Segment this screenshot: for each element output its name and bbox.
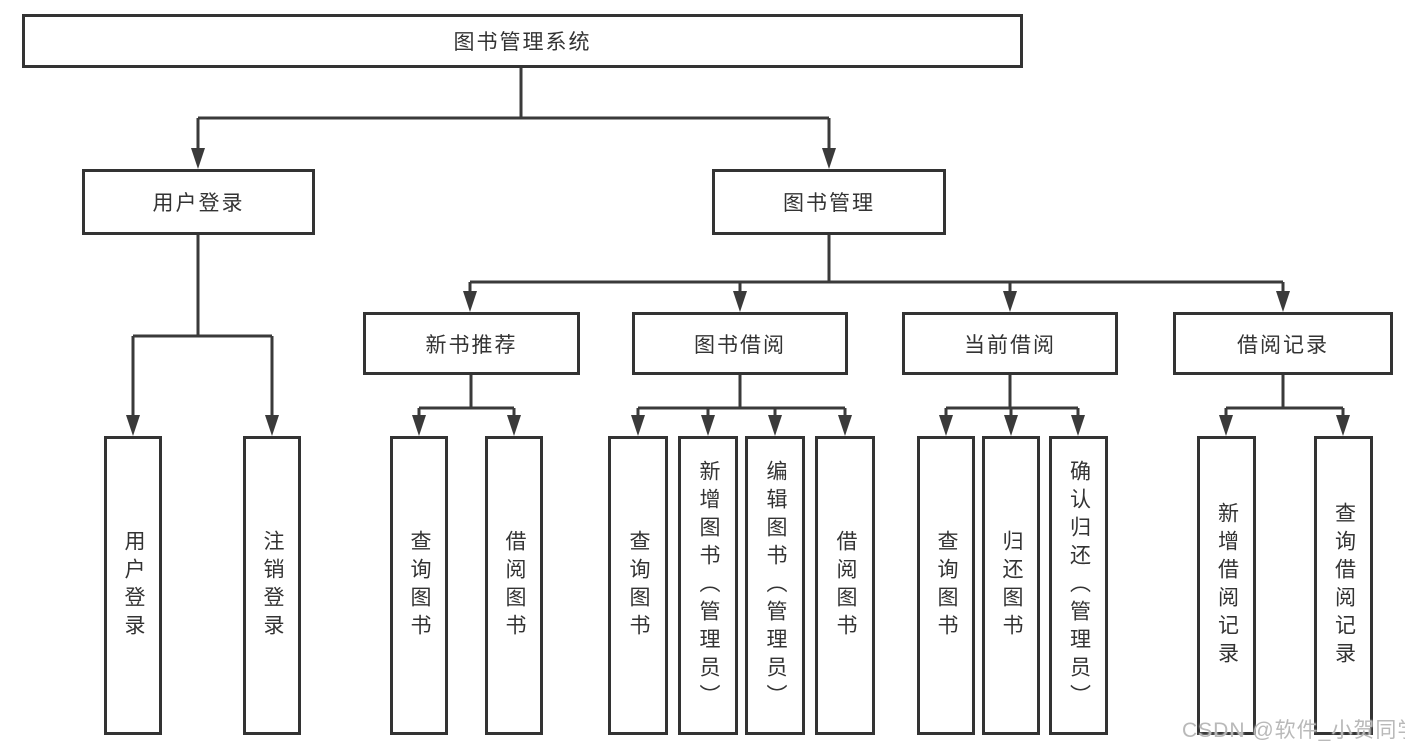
leaf-borrow-books-newbook: 借阅图书 xyxy=(485,436,543,735)
leaf-add-books-admin: 新增图书（管理员） xyxy=(678,436,738,735)
node-book-management: 图书管理 xyxy=(712,169,946,235)
node-library-management-system: 图书管理系统 xyxy=(22,14,1023,68)
node-label: 借阅记录 xyxy=(1237,333,1329,357)
leaf-add-borrow-record: 新增借阅记录 xyxy=(1197,436,1256,735)
leaf-query-books-current: 查询图书 xyxy=(917,436,975,735)
node-label: 编辑图书（管理员） xyxy=(764,459,788,712)
node-label: 用户登录 xyxy=(122,529,146,642)
node-new-book-recommendation: 新书推荐 xyxy=(363,312,580,375)
node-label: 借阅图书 xyxy=(503,529,527,642)
node-borrowing-records: 借阅记录 xyxy=(1173,312,1393,375)
leaf-user-login: 用户登录 xyxy=(104,436,162,735)
node-label: 查询图书 xyxy=(408,529,432,642)
leaf-confirm-return-admin: 确认归还（管理员） xyxy=(1049,436,1108,735)
node-label: 当前借阅 xyxy=(964,333,1056,357)
node-label: 新书推荐 xyxy=(425,333,518,357)
leaf-query-books-newbook: 查询图书 xyxy=(390,436,448,735)
node-label: 新增图书（管理员） xyxy=(697,459,721,712)
node-label: 注销登录 xyxy=(261,529,285,642)
node-label: 归还图书 xyxy=(1000,529,1024,642)
node-label: 图书借阅 xyxy=(694,333,786,357)
csdn-watermark: CSDN @软件_小贺同学 xyxy=(1182,719,1405,742)
node-label: 查询图书 xyxy=(935,529,959,642)
leaf-query-borrow-record: 查询借阅记录 xyxy=(1314,436,1373,735)
node-user-login: 用户登录 xyxy=(82,169,315,235)
leaf-return-books: 归还图书 xyxy=(982,436,1040,735)
leaf-logout: 注销登录 xyxy=(243,436,301,735)
leaf-query-books-borrow: 查询图书 xyxy=(608,436,668,735)
node-label: 查询图书 xyxy=(627,529,651,642)
node-label: 查询借阅记录 xyxy=(1332,501,1356,670)
node-label: 借阅图书 xyxy=(834,529,858,642)
node-label: 新增借阅记录 xyxy=(1215,501,1239,670)
node-label: 图书管理 xyxy=(783,192,875,215)
node-label: 图书管理系统 xyxy=(453,31,592,54)
node-label: 确认归还（管理员） xyxy=(1067,459,1091,712)
leaf-edit-books-admin: 编辑图书（管理员） xyxy=(745,436,805,735)
node-label: 用户登录 xyxy=(152,192,245,215)
node-current-borrowing: 当前借阅 xyxy=(902,312,1118,375)
leaf-borrow-books: 借阅图书 xyxy=(815,436,875,735)
node-book-borrowing: 图书借阅 xyxy=(632,312,848,375)
